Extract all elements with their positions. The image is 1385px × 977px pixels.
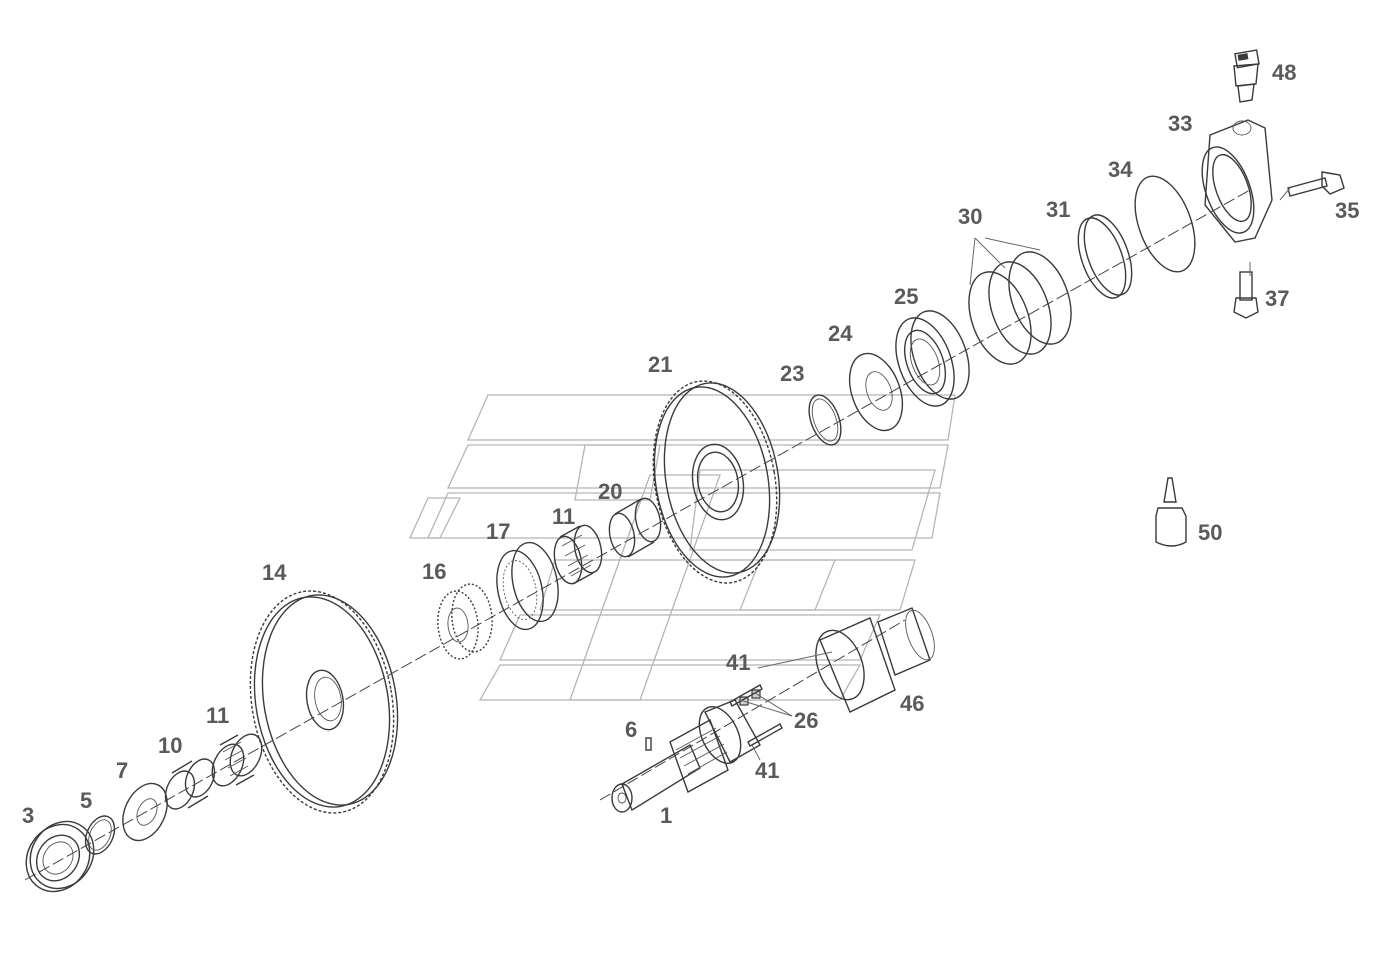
part-3-bearing: [25, 820, 95, 893]
part-33-housing-cover: [1201, 119, 1273, 243]
label-part-17: 17: [486, 519, 510, 544]
part-46-coupling: [815, 607, 935, 713]
label-part-20: 20: [598, 479, 622, 504]
label-part-37: 37: [1265, 286, 1289, 311]
part-6-pin: [645, 737, 652, 751]
part-35-bolt: [1287, 171, 1345, 197]
label-part-30: 30: [958, 204, 982, 229]
part-25-bearing: [895, 310, 970, 407]
part-30-shims: [968, 251, 1072, 365]
label-part-46: 46: [900, 691, 924, 716]
label-part-24: 24: [828, 321, 853, 346]
label-part-16: 16: [422, 559, 446, 584]
part-24-washer: [848, 352, 904, 432]
label-part-31: 31: [1046, 197, 1070, 222]
watermark-logo: [408, 394, 956, 701]
label-part-11-lower: 11: [206, 703, 229, 728]
part-10-bushing: [164, 758, 216, 810]
label-part-10: 10: [158, 733, 182, 758]
label-part-35: 35: [1335, 198, 1359, 223]
label-part-50: 50: [1198, 520, 1222, 545]
label-part-25: 25: [894, 284, 918, 309]
label-part-41-upper: 41: [726, 650, 750, 675]
part-34-o-ring: [1134, 175, 1196, 273]
part-20-bushing: [608, 497, 662, 558]
part-14-large-gear: [249, 590, 399, 814]
label-part-21: 21: [648, 352, 672, 377]
part-41-studs: [729, 684, 783, 747]
part-23-snap-ring: [808, 394, 842, 446]
label-part-48: 48: [1272, 60, 1296, 85]
label-part-33: 33: [1168, 111, 1192, 136]
label-part-41-lower: 41: [755, 758, 779, 783]
part-17-synchro-ring: [496, 541, 559, 631]
part-16-small-gear: [437, 583, 493, 660]
label-part-23: 23: [780, 361, 804, 386]
part-50-sealant-bottle: [1155, 477, 1187, 547]
part-7-washer: [122, 782, 168, 842]
label-part-26: 26: [794, 708, 818, 733]
label-part-11-upper: 11: [552, 504, 575, 529]
part-21-gear: [652, 380, 781, 584]
label-part-14: 14: [262, 560, 287, 585]
part-31-seal: [1077, 214, 1133, 299]
label-part-34: 34: [1108, 157, 1133, 182]
label-part-1: 1: [660, 803, 672, 828]
part-48-sensor: [1233, 49, 1260, 103]
label-part-5: 5: [80, 788, 92, 813]
label-part-3: 3: [22, 803, 34, 828]
part-11-needle-bearing-upper: [553, 524, 603, 585]
assembly-axis: [24, 189, 1251, 881]
part-5-snap-ring: [84, 815, 116, 855]
label-part-6: 6: [625, 717, 637, 742]
leader-lines: [739, 187, 1291, 761]
part-11-needle-bearing-lower: [211, 733, 263, 787]
label-part-7: 7: [116, 758, 128, 783]
part-1-shaft: [611, 699, 761, 813]
part-37-bolt: [1233, 271, 1259, 319]
part-labels: 1 3 5 6 7 10 11 14 16 17 11 20 21 23 24 …: [22, 60, 1359, 828]
